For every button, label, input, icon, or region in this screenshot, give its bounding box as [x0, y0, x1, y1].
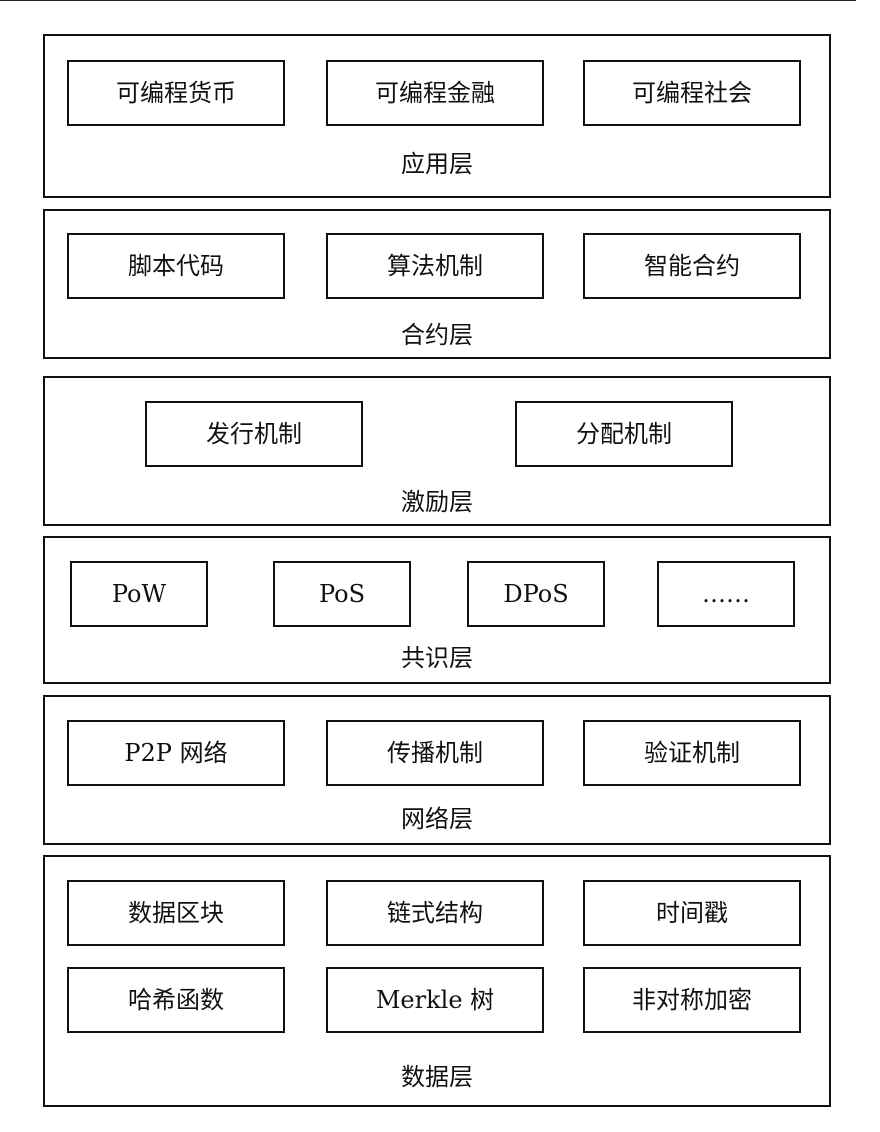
smart-contract-box: 智能合约 — [583, 233, 801, 299]
item-label: 可编程货币 — [116, 79, 236, 107]
algorithm-mechanism-box: 算法机制 — [326, 233, 544, 299]
programmable-finance-box: 可编程金融 — [326, 60, 544, 126]
chain-structure-box: 链式结构 — [326, 880, 544, 946]
hash-function-box: 哈希函数 — [67, 967, 285, 1033]
programmable-currency-box: 可编程货币 — [67, 60, 285, 126]
item-label: 验证机制 — [644, 739, 740, 767]
item-label: 脚本代码 — [128, 252, 224, 280]
item-label: 时间戳 — [656, 899, 728, 927]
item-label: 可编程金融 — [375, 79, 495, 107]
network-layer: P2P 网络 传播机制 验证机制 网络层 — [43, 695, 831, 845]
item-label: PoW — [111, 580, 167, 608]
item-label: PoS — [318, 580, 366, 608]
layer-label: 网络层 — [401, 805, 473, 833]
layer-label: 应用层 — [401, 150, 473, 178]
item-label: 哈希函数 — [128, 986, 224, 1014]
item-label: 分配机制 — [576, 420, 672, 448]
item-label: 算法机制 — [387, 252, 483, 280]
distribution-mechanism-box: 分配机制 — [515, 401, 733, 467]
item-label: …… — [702, 580, 750, 608]
contract-layer: 脚本代码 算法机制 智能合约 合约层 — [43, 209, 831, 359]
layer-label: 合约层 — [401, 321, 473, 349]
pos-box: PoS — [273, 561, 411, 627]
asymmetric-encryption-box: 非对称加密 — [583, 967, 801, 1033]
timestamp-box: 时间戳 — [583, 880, 801, 946]
verification-mechanism-box: 验证机制 — [583, 720, 801, 786]
script-code-box: 脚本代码 — [67, 233, 285, 299]
item-label: 链式结构 — [387, 899, 483, 927]
p2p-network-box: P2P 网络 — [67, 720, 285, 786]
item-label: 数据区块 — [128, 899, 224, 927]
item-label: 可编程社会 — [632, 79, 752, 107]
dpos-box: DPoS — [467, 561, 605, 627]
item-label: P2P 网络 — [124, 739, 228, 767]
data-layer: 数据区块 链式结构 时间戳 哈希函数 Merkle 树 非对称加密 数据层 — [43, 855, 831, 1107]
item-label: Merkle 树 — [375, 986, 495, 1014]
incentive-layer: 发行机制 分配机制 激励层 — [43, 376, 831, 526]
layer-label: 激励层 — [401, 488, 473, 516]
item-label: 智能合约 — [644, 252, 740, 280]
pow-box: PoW — [70, 561, 208, 627]
item-label: DPoS — [503, 580, 569, 608]
item-label: 发行机制 — [206, 420, 302, 448]
data-block-box: 数据区块 — [67, 880, 285, 946]
item-label: 非对称加密 — [632, 986, 752, 1014]
ellipsis-box: …… — [657, 561, 795, 627]
item-label: 传播机制 — [387, 739, 483, 767]
application-layer: 可编程货币 可编程金融 可编程社会 应用层 — [43, 34, 831, 198]
layer-label: 数据层 — [401, 1063, 473, 1091]
top-rule — [0, 0, 856, 1]
layer-label: 共识层 — [401, 644, 473, 672]
consensus-layer: PoW PoS DPoS …… 共识层 — [43, 536, 831, 684]
programmable-society-box: 可编程社会 — [583, 60, 801, 126]
merkle-tree-box: Merkle 树 — [326, 967, 544, 1033]
propagation-mechanism-box: 传播机制 — [326, 720, 544, 786]
issuance-mechanism-box: 发行机制 — [145, 401, 363, 467]
